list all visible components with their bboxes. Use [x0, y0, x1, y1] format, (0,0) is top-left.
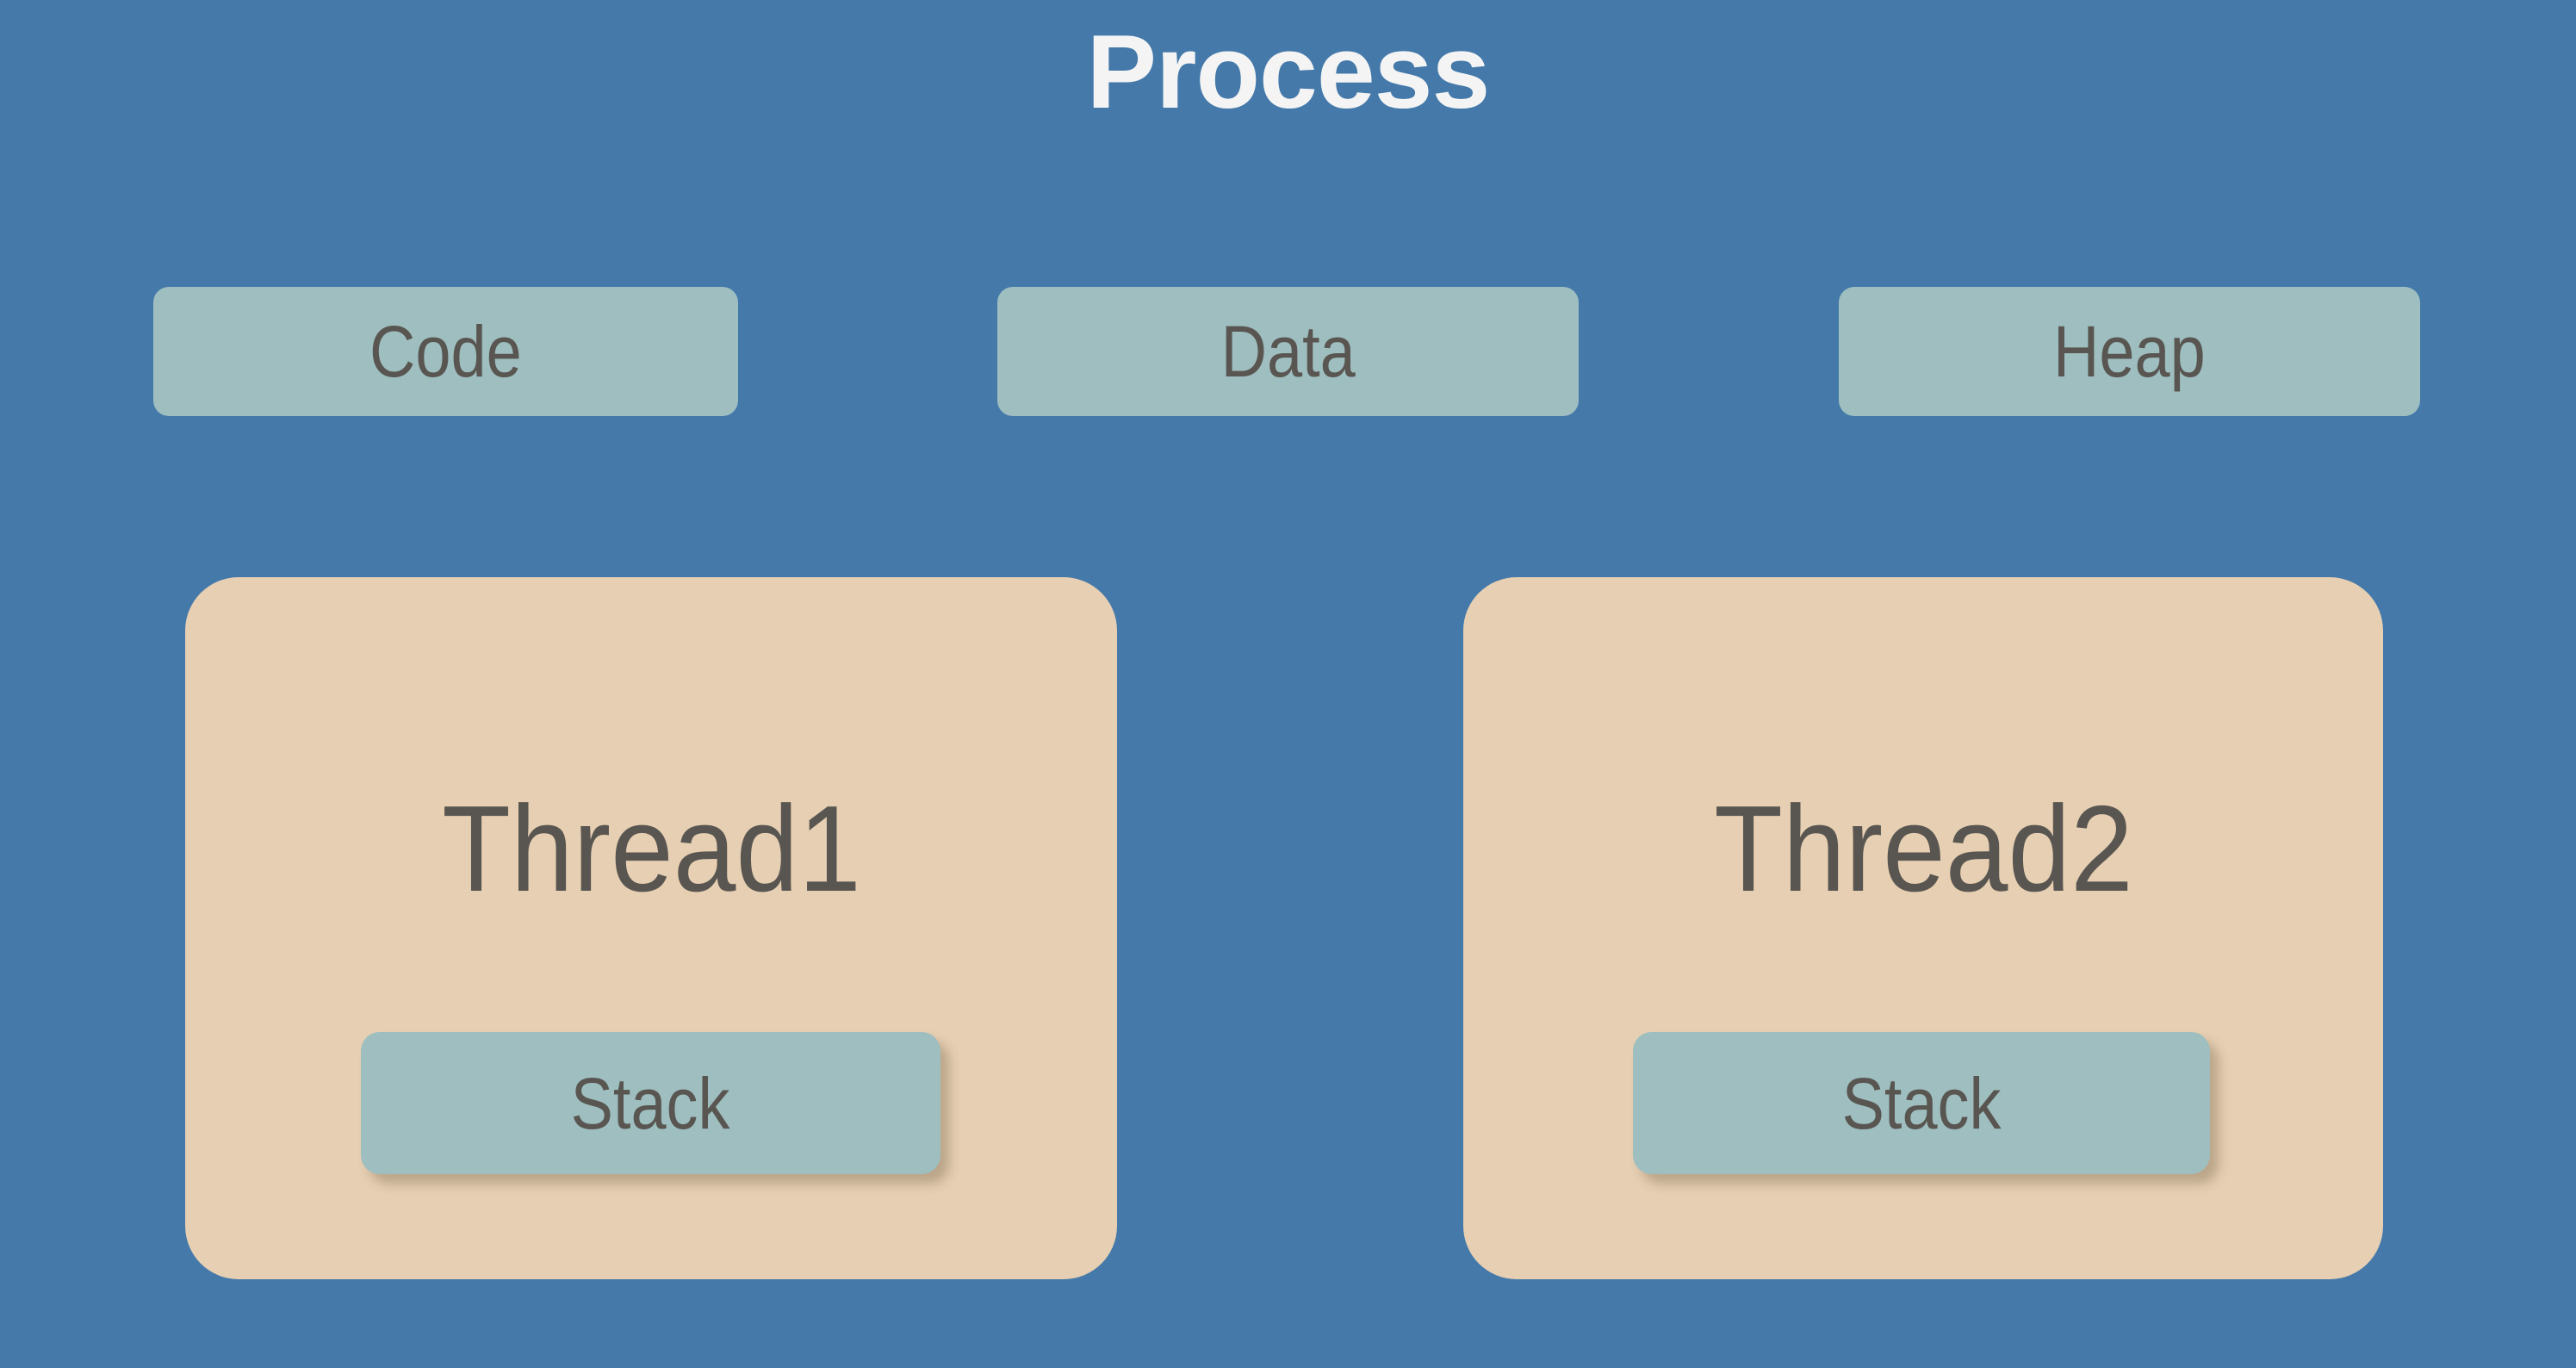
segment-box-data[interactable]: Data [997, 287, 1579, 416]
thread-label-2-text: Thread2 [1713, 780, 2133, 917]
stack-box-1[interactable]: Stack [361, 1032, 940, 1174]
stack-label-2: Stack [1841, 1062, 2002, 1144]
segment-box-code[interactable]: Code [153, 287, 738, 416]
segment-label-data: Data [1220, 311, 1356, 392]
thread-label-1-text: Thread1 [441, 780, 861, 917]
stack-box-2[interactable]: Stack [1633, 1032, 2210, 1174]
thread-box-1[interactable]: Thread1 Stack [185, 577, 1117, 1279]
segment-box-heap[interactable]: Heap [1839, 287, 2420, 416]
thread-box-2[interactable]: Thread2 Stack [1463, 577, 2383, 1279]
stack-label-1: Stack [571, 1062, 730, 1144]
segment-label-heap: Heap [2053, 311, 2206, 392]
page-title: Process [1086, 13, 1491, 130]
segment-label-code: Code [369, 311, 522, 392]
thread-label-1: Thread1 [185, 788, 1117, 911]
thread-label-2: Thread2 [1463, 788, 2383, 911]
